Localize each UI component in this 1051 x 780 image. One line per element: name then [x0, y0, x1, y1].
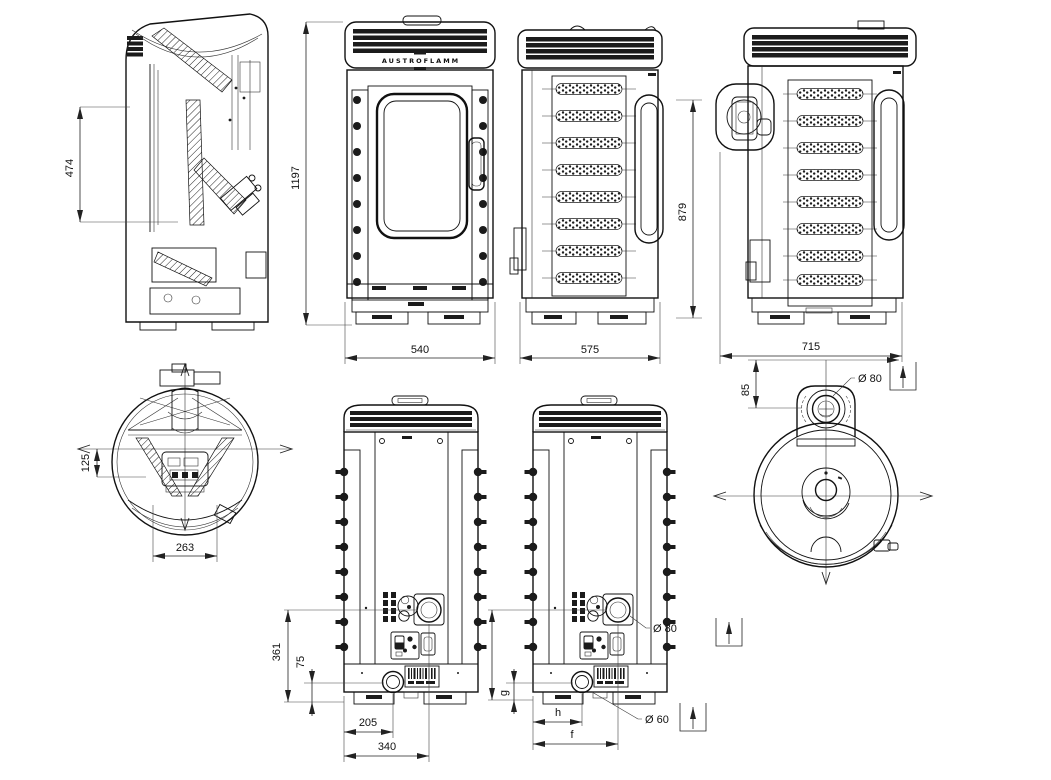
dim-205-label: 205 — [359, 717, 377, 729]
dim-h: h — [532, 694, 583, 726]
side-flue-view: 879 715 — [676, 20, 917, 364]
dim-85-label: 85 — [740, 384, 752, 396]
dim-rear-b-flue-height — [488, 609, 605, 701]
dim-125-label: 125 — [80, 454, 92, 472]
flue-connector — [715, 83, 775, 151]
dim-h-label: h — [555, 707, 561, 719]
dim-474: 474 — [64, 106, 178, 223]
dim-540-label: 540 — [411, 344, 429, 356]
dim-125: 125 — [80, 449, 146, 478]
dim-85: 85 — [740, 357, 899, 409]
brand-label: AUSTROFLAMM — [382, 57, 460, 65]
dim-1197-label: 1197 — [290, 166, 302, 190]
dim-361: 361 — [271, 609, 416, 703]
section-hatch-duct — [193, 157, 247, 215]
dim-g-label: g — [498, 690, 510, 696]
callout-dia80-top: Ø 80 — [832, 362, 916, 397]
callout-dia60-rear: Ø 60 — [591, 691, 706, 731]
top-up-direction-icon — [890, 362, 916, 390]
dim-361-label: 361 — [271, 643, 283, 661]
dim-715-label: 715 — [802, 341, 820, 353]
front-louvers — [353, 29, 487, 53]
dim-75: 75 — [295, 656, 384, 716]
dim-715: 715 — [719, 152, 903, 364]
intake-up-direction-icon — [680, 703, 706, 731]
dim-879-label: 879 — [677, 203, 689, 221]
dim-540: 540 — [344, 302, 496, 364]
top-section-burner — [161, 451, 209, 493]
dim-75-label: 75 — [295, 656, 307, 668]
dim-879: 879 — [676, 99, 702, 319]
dia80-rear-label: Ø 80 — [653, 623, 677, 635]
section-side-view: 474 — [64, 13, 269, 331]
top-view-flue — [796, 385, 856, 437]
dia80-top-label: Ø 80 — [858, 373, 882, 385]
dim-263: 263 — [152, 505, 218, 562]
side-flue-logo-mark — [893, 71, 901, 74]
top-view: 85 Ø 80 — [712, 357, 934, 586]
top-section-view: 125 263 — [76, 362, 294, 562]
side-texture-bars — [541, 83, 637, 284]
top-section-strut-right — [187, 437, 235, 497]
dim-1197: 1197 — [290, 21, 352, 326]
section-hatch-base — [153, 251, 213, 287]
rear-view-b: g h f Ø 80 Ø 60 — [488, 396, 742, 750]
flue-up-direction-icon — [716, 618, 742, 646]
dim-f-label: f — [570, 729, 574, 741]
dim-340-label: 340 — [378, 741, 396, 753]
side-louvers — [526, 37, 654, 60]
section-louvers — [127, 36, 143, 57]
side-handle — [634, 94, 664, 244]
side-flue-texture-bars — [782, 88, 878, 286]
door-handle — [468, 137, 485, 191]
dim-340: 340 — [343, 624, 430, 762]
side-flue-handle — [873, 89, 905, 241]
section-hatch-firebox — [185, 99, 205, 226]
dim-g: g — [498, 669, 573, 714]
front-view: AUSTROFLAMM 1197 — [290, 15, 496, 364]
section-burner-assembly — [219, 175, 260, 216]
side-logo-mark — [648, 73, 656, 76]
side-view: 575 — [509, 25, 664, 364]
top-section-strut-left — [135, 437, 183, 497]
section-hatch-top — [151, 27, 233, 93]
door-window — [375, 92, 469, 240]
dim-575: 575 — [519, 302, 661, 364]
dim-205: 205 — [343, 694, 394, 738]
dim-474-label: 474 — [64, 159, 76, 177]
dim-263-label: 263 — [176, 542, 194, 554]
side-flue-louvers — [752, 35, 908, 58]
dim-f: f — [532, 624, 619, 750]
dia60-rear-label: Ø 60 — [645, 714, 669, 726]
callout-dia80-rear: Ø 80 — [629, 615, 742, 646]
dim-575-label: 575 — [581, 344, 599, 356]
top-view-hub — [801, 467, 851, 520]
rear-view-a: 361 75 205 340 — [271, 396, 487, 762]
